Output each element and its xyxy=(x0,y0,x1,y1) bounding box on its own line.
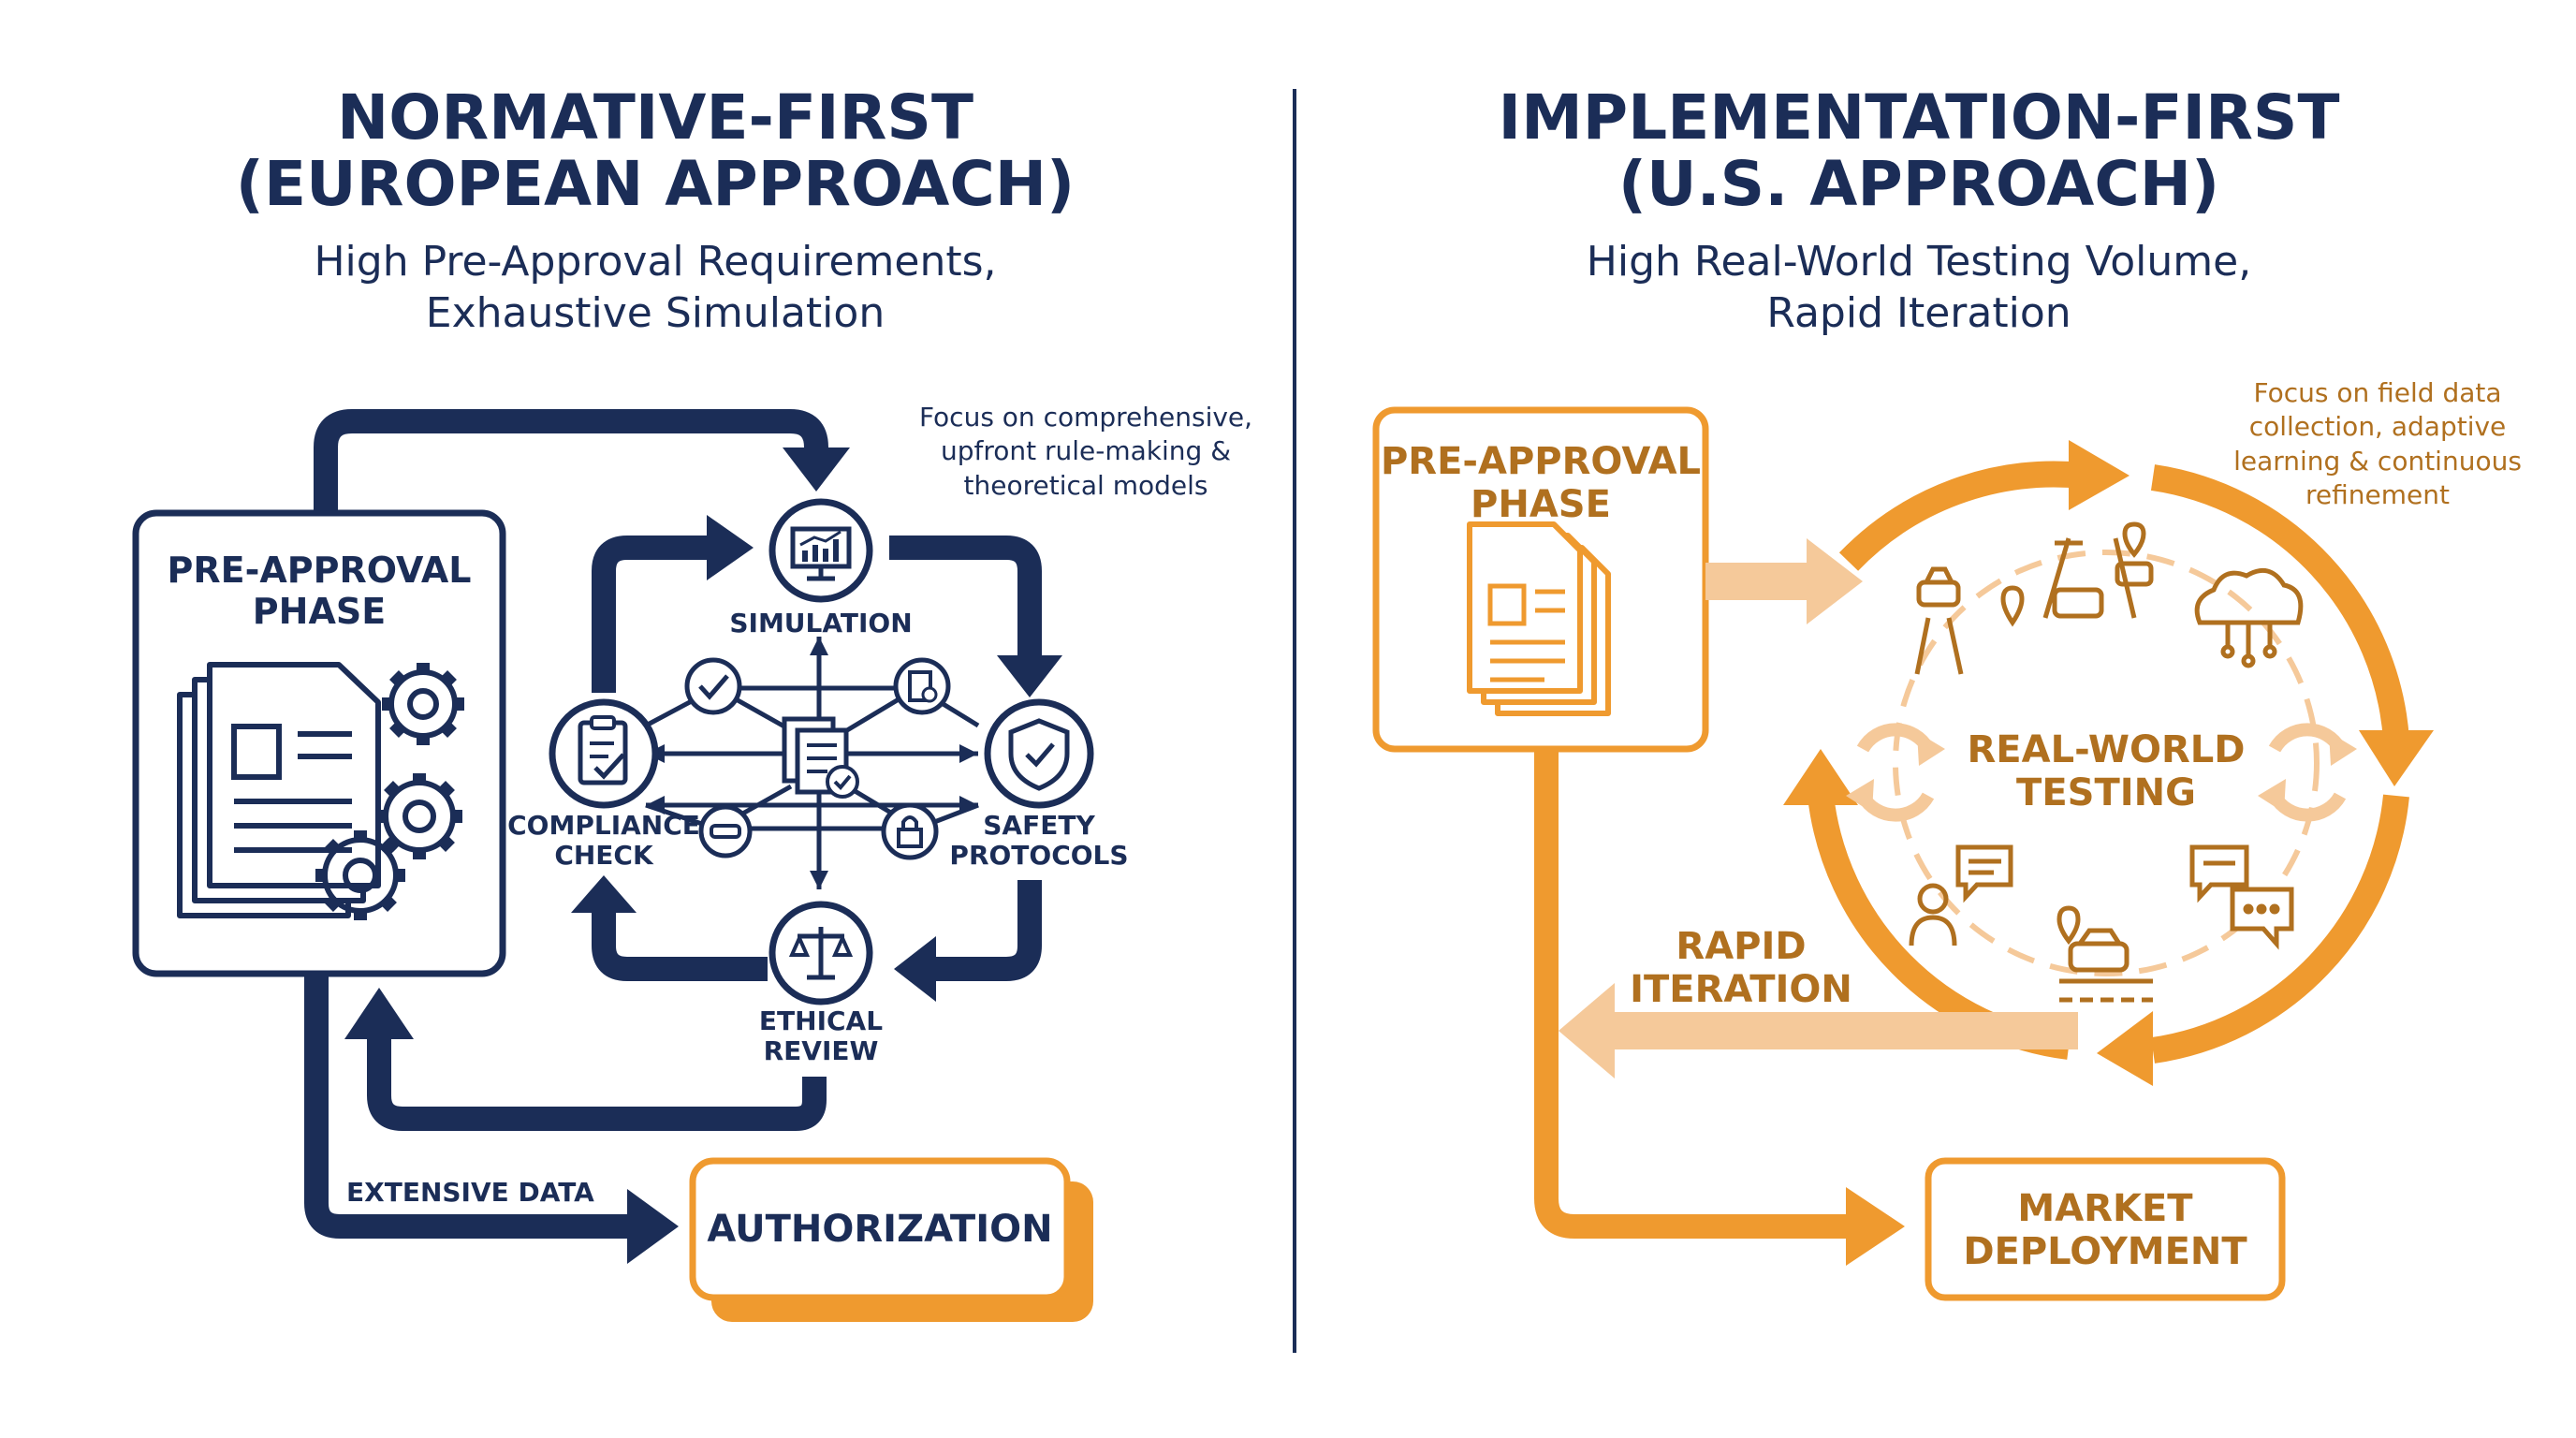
ethical-line1: ETHICAL xyxy=(758,1005,884,1036)
extensive-data-label: EXTENSIVE DATA xyxy=(346,1177,594,1208)
compliance-line2: CHECK xyxy=(554,840,653,872)
car-node-icon xyxy=(698,804,753,858)
market-line2: DEPLOYMENT xyxy=(1963,1230,2247,1273)
left-title: NORMATIVE-FIRST (EUROPEAN APPROACH) xyxy=(168,84,1142,218)
arrowhead-cycle-2 xyxy=(997,655,1062,697)
deployment-arrowhead xyxy=(1846,1187,1905,1266)
right-subtitle: High Real-World Testing Volume, Rapid It… xyxy=(1432,236,2406,339)
arrow-to-testing-head xyxy=(1807,538,1863,624)
left-note-line3: theoretical models xyxy=(963,469,1208,501)
right-subtitle-line2: Rapid Iteration xyxy=(1766,289,2071,337)
shield-check-icon xyxy=(984,698,1094,809)
right-note-line1: Focus on field data xyxy=(2253,377,2502,408)
compliance-line1: COMPLIANCE xyxy=(507,810,700,841)
cycle-arrow-compliance-to-simulation xyxy=(592,536,721,693)
extensive-data-arrow xyxy=(304,974,637,1239)
central-documents-icon xyxy=(782,716,859,799)
testing-cycle-ring xyxy=(1808,461,2409,1064)
right-preapproval-line1: PRE-APPROVAL xyxy=(1380,440,1702,483)
arrowhead-cycle-4 xyxy=(571,875,637,913)
document-stack-icon-right xyxy=(1467,521,1611,716)
car-location-road-icon xyxy=(2056,905,2153,1003)
left-title-line1: NORMATIVE-FIRST xyxy=(337,81,973,154)
authorization-label: AUTHORIZATION xyxy=(707,1208,1053,1251)
left-preapproval-line1: PRE-APPROVAL xyxy=(167,550,472,591)
scales-icon xyxy=(768,901,873,1005)
left-subtitle-line1: High Pre-Approval Requirements, xyxy=(314,238,997,286)
car-road-icon xyxy=(1914,566,2025,675)
right-note-line4: refinement xyxy=(2305,479,2450,511)
simulation-monitor-icon xyxy=(768,498,873,603)
market-deployment-box xyxy=(1925,1157,2286,1301)
arrowhead-cycle-3 xyxy=(894,936,936,1002)
chat-bubbles-icon xyxy=(2189,844,2294,950)
right-preapproval-line2: PHASE xyxy=(1471,483,1611,526)
arrowhead-cycle-1 xyxy=(707,515,754,580)
rapid-iteration-label: RAPID ITERATION xyxy=(1591,925,1891,1011)
right-title-line1: IMPLEMENTATION-FIRST xyxy=(1498,81,2340,154)
flow-arrow-to-simulation xyxy=(314,409,828,513)
rapid-iteration-arrow-head xyxy=(1559,983,1615,1078)
rapid-line2: ITERATION xyxy=(1630,968,1852,1011)
document-stack-icon-left xyxy=(177,662,381,918)
real-world-testing-label: REAL-WORLD TESTING xyxy=(1956,728,2256,814)
authorization-box xyxy=(689,1157,1071,1301)
right-focus-note: Focus on field data collection, adaptive… xyxy=(2190,376,2565,513)
left-note-line1: Focus on comprehensive, xyxy=(918,402,1253,433)
market-deployment-label: MARKET DEPLOYMENT xyxy=(1928,1187,2282,1273)
right-title: IMPLEMENTATION-FIRST (U.S. APPROACH) xyxy=(1432,84,2406,218)
left-subtitle: High Pre-Approval Requirements, Exhausti… xyxy=(168,236,1142,339)
left-preapproval-line2: PHASE xyxy=(252,590,387,632)
safety-protocols-label: SAFETY PROTOCOLS xyxy=(936,810,1142,872)
refresh-icon-right-heads xyxy=(2258,732,2357,813)
ethical-line2: REVIEW xyxy=(763,1035,879,1067)
right-note-line2: collection, adaptive xyxy=(2248,411,2507,443)
lock-node-icon xyxy=(881,802,939,860)
arrowhead-extensive-data xyxy=(627,1189,679,1264)
left-subtitle-line2: Exhaustive Simulation xyxy=(425,289,886,337)
safety-line2: PROTOCOLS xyxy=(949,840,1129,872)
gear-icon xyxy=(382,663,464,745)
testing-cycle-arrowheads xyxy=(1783,440,2434,1086)
simulation-label: SIMULATION xyxy=(729,608,913,638)
rapid-line1: RAPID xyxy=(1676,925,1807,968)
arrowhead-to-simulation xyxy=(783,448,850,492)
rapid-iteration-arrow-shaft xyxy=(1610,1012,2078,1049)
clipboard-check-icon xyxy=(549,698,659,809)
left-note-line2: upfront rule-making & xyxy=(940,435,1232,467)
safety-line1: SAFETY xyxy=(983,810,1095,841)
right-preapproval-label: PRE-APPROVAL PHASE xyxy=(1380,440,1702,526)
cycle-arrow-simulation-to-safety xyxy=(889,536,1042,660)
right-note-line3: learning & continuous xyxy=(2233,445,2522,477)
cloud-network-icon xyxy=(2194,567,2304,668)
arrow-to-testing-shaft xyxy=(1705,563,1810,600)
deployment-arrow xyxy=(1534,749,1853,1239)
compliance-check-label: COMPLIANCE CHECK xyxy=(501,810,707,872)
arrowhead-feedback xyxy=(344,988,414,1039)
market-line1: MARKET xyxy=(2017,1187,2193,1230)
gear-icon xyxy=(315,830,405,920)
highway-cars-icon xyxy=(2042,521,2154,619)
left-focus-note: Focus on comprehensive, upfront rule-mak… xyxy=(880,401,1292,503)
realworld-line2: TESTING xyxy=(2016,771,2196,814)
cycle-arrow-safety-to-ethical xyxy=(927,880,1042,981)
left-preapproval-label: PRE-APPROVAL PHASE xyxy=(140,550,498,632)
right-title-line2: (U.S. APPROACH) xyxy=(1617,148,2220,221)
cycle-arrow-ethical-to-compliance xyxy=(592,908,768,981)
gear-icon xyxy=(376,773,462,859)
feedback-arrow-to-preapproval xyxy=(367,1030,827,1131)
ethical-review-label: ETHICAL REVIEW xyxy=(727,1005,915,1067)
right-subtitle-line1: High Real-World Testing Volume, xyxy=(1586,238,2252,286)
person-chat-icon xyxy=(1909,844,2013,946)
refresh-icon-left-heads xyxy=(1846,732,1945,813)
document-gear-node-icon xyxy=(893,657,951,715)
check-node-icon xyxy=(684,657,742,715)
left-title-line2: (EUROPEAN APPROACH) xyxy=(235,148,1076,221)
realworld-line1: REAL-WORLD xyxy=(1967,728,2246,771)
network-arrowheads xyxy=(646,637,978,889)
testing-inner-dashed-ring xyxy=(1893,550,2320,976)
